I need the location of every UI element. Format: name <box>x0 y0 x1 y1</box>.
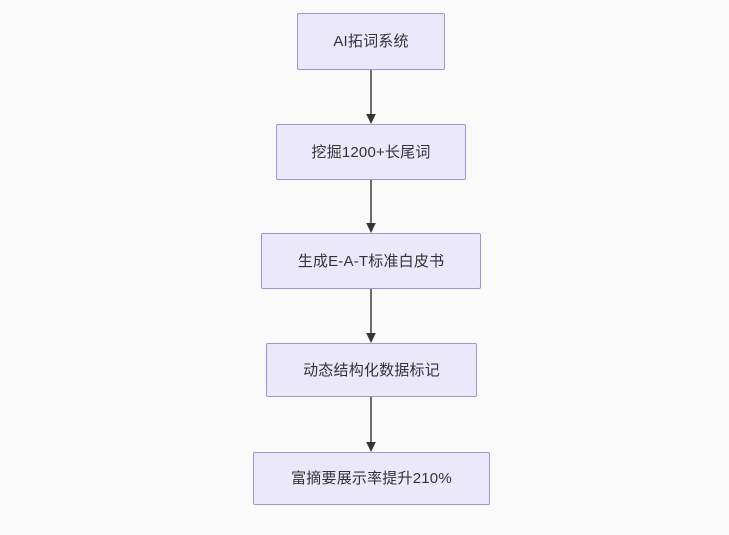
edge-n2-n3 <box>366 180 376 233</box>
node-label: AI拓词系统 <box>333 33 409 50</box>
node-label: 动态结构化数据标记 <box>303 361 440 379</box>
edge-n1-n2 <box>366 70 376 124</box>
flowchart-node-n2[interactable]: 挖掘1200+长尾词 <box>276 124 466 180</box>
flowchart-node-n5[interactable]: 富摘要展示率提升210% <box>253 452 490 505</box>
flowchart-node-n1[interactable]: AI拓词系统 <box>297 13 445 70</box>
edge-n4-n5 <box>366 397 376 452</box>
flowchart-node-n3[interactable]: 生成E-A-T标准白皮书 <box>261 233 481 289</box>
node-label: 生成E-A-T标准白皮书 <box>297 252 445 270</box>
node-label: 挖掘1200+长尾词 <box>311 143 431 161</box>
flowchart-node-n4[interactable]: 动态结构化数据标记 <box>266 343 477 397</box>
edge-n3-n4 <box>366 289 376 343</box>
node-label: 富摘要展示率提升210% <box>291 470 452 487</box>
